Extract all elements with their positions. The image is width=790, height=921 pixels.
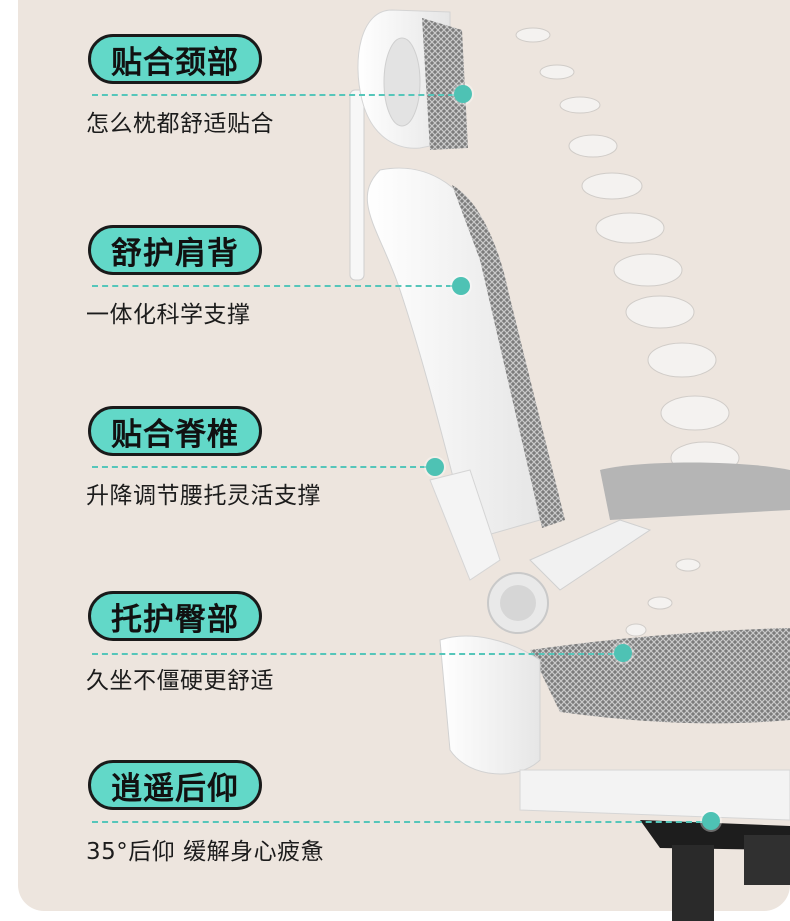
seat [439, 628, 790, 821]
feature-description: 久坐不僵硬更舒适 [86, 668, 274, 694]
dashed-leader-line [92, 94, 454, 96]
dashed-leader-line [92, 821, 702, 823]
feature-description: 35°后仰 缓解身心疲惫 [86, 839, 325, 865]
callout-dot [452, 277, 470, 295]
armrest [487, 462, 790, 634]
feature-recline: 逍遥后仰 35°后仰 缓解身心疲惫 [0, 760, 790, 920]
dashed-leader-line [92, 466, 426, 468]
feature-title-pill: 贴合脊椎 [88, 406, 262, 456]
feature-description: 升降调节腰托灵活支撑 [86, 483, 321, 509]
spine-vertebrae [515, 27, 740, 637]
feature-title-pill: 贴合颈部 [88, 34, 262, 84]
backrest [366, 167, 565, 581]
callout-dot [426, 458, 444, 476]
feature-description: 怎么枕都舒适贴合 [86, 111, 274, 137]
feature-neck: 贴合颈部 怎么枕都舒适贴合 [0, 34, 790, 194]
feature-title-pill: 托护臀部 [88, 591, 262, 641]
headrest [349, 9, 468, 281]
dashed-leader-line [92, 285, 452, 287]
feature-shoulder-back: 舒护肩背 一体化科学支撑 [0, 225, 790, 385]
feature-title-pill: 舒护肩背 [88, 225, 262, 275]
feature-spine: 贴合脊椎 升降调节腰托灵活支撑 [0, 406, 790, 566]
feature-title-pill: 逍遥后仰 [88, 760, 262, 810]
feature-hip: 托护臀部 久坐不僵硬更舒适 [0, 591, 790, 751]
chair-base [640, 820, 790, 921]
callout-dot [614, 644, 632, 662]
feature-description: 一体化科学支撑 [86, 302, 251, 328]
dashed-leader-line [92, 653, 614, 655]
callout-dot [454, 85, 472, 103]
callout-dot [702, 812, 720, 830]
